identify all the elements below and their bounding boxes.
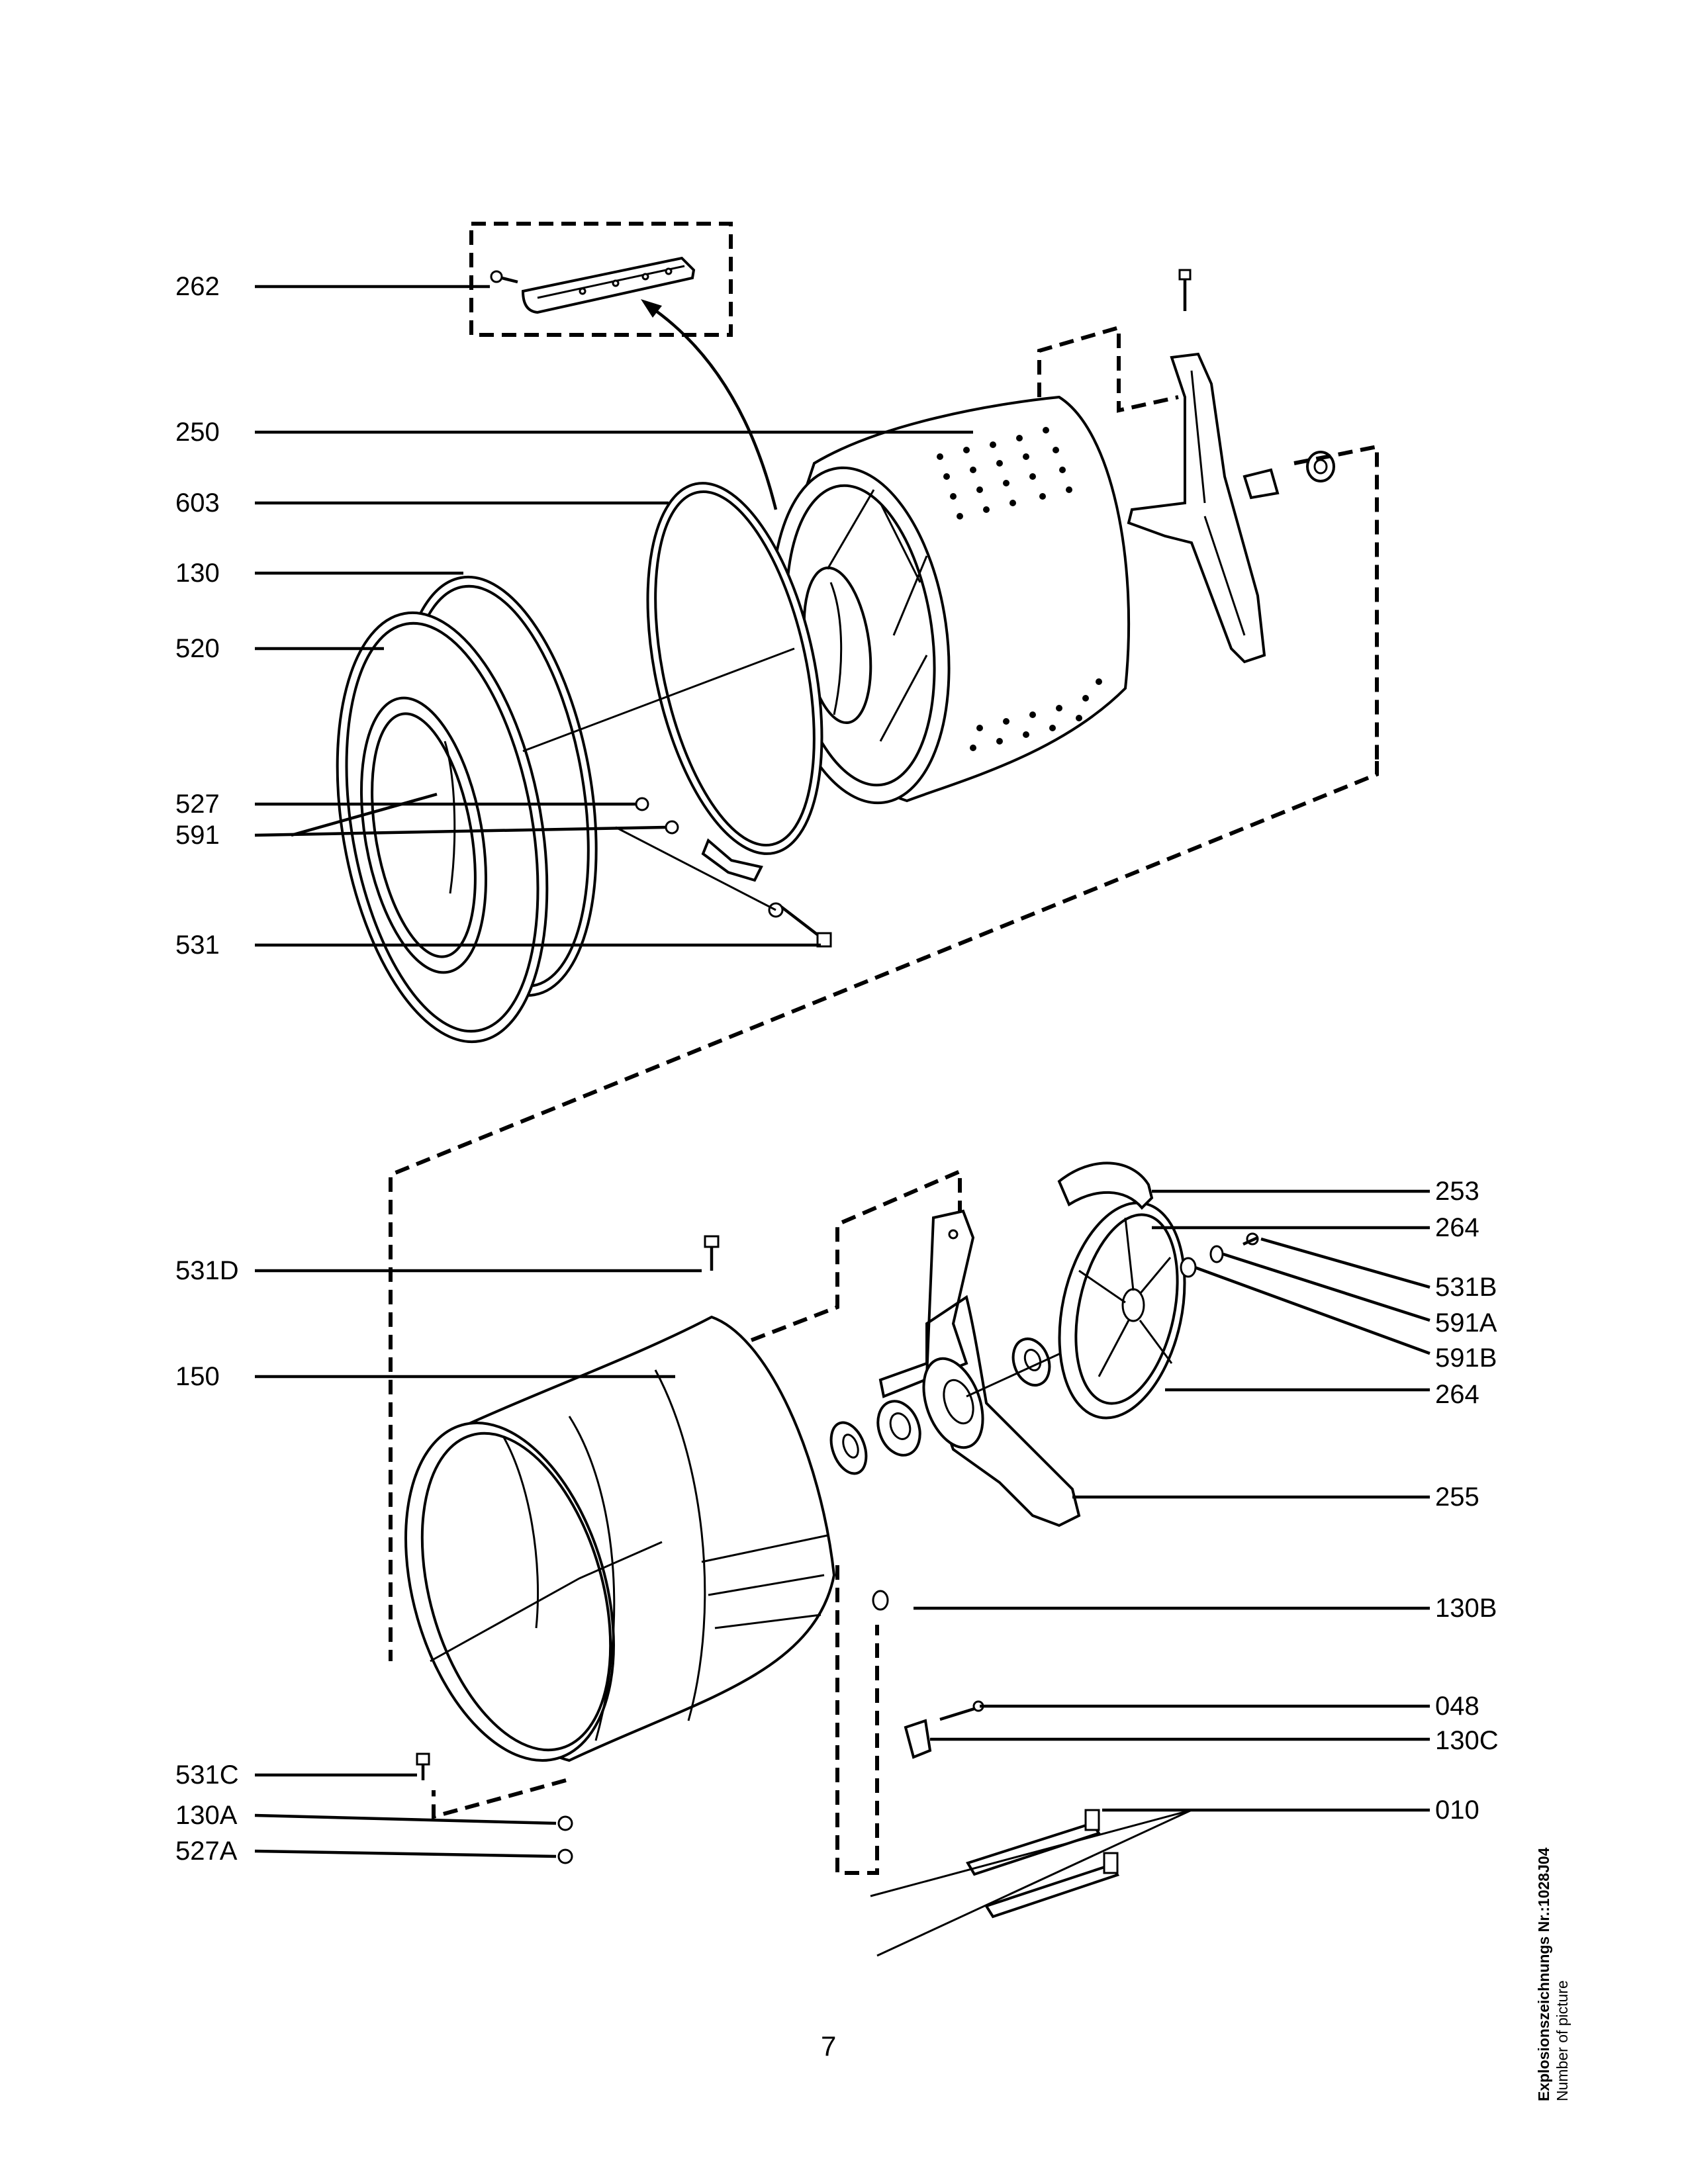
part-label-591: 591 bbox=[175, 821, 220, 850]
part-label-130: 130 bbox=[175, 559, 220, 588]
washer-591B bbox=[1180, 1257, 1197, 1278]
part-label-253: 253 bbox=[1435, 1177, 1479, 1206]
pulley-264 bbox=[1058, 1201, 1186, 1420]
spider-screw bbox=[1178, 269, 1192, 311]
bearing-rear bbox=[1011, 1338, 1051, 1387]
part-label-130B: 130B bbox=[1435, 1594, 1497, 1623]
tub-assembly bbox=[404, 1161, 1259, 1957]
part-label-520: 520 bbox=[175, 634, 220, 663]
front-cover-520 bbox=[336, 611, 549, 1044]
dash-connector-bottom-right bbox=[835, 1565, 879, 1875]
part-label-255: 255 bbox=[1435, 1482, 1479, 1512]
gasket-603 bbox=[646, 482, 823, 882]
drum-front-assembly bbox=[336, 222, 1379, 1044]
part-label-130C: 130C bbox=[1435, 1726, 1499, 1755]
screw-262 bbox=[490, 270, 518, 284]
bearing-bracket-255 bbox=[878, 1209, 1081, 1527]
seal-130B bbox=[872, 1590, 889, 1611]
bearing-front bbox=[876, 1400, 921, 1457]
axis-line-top bbox=[522, 647, 795, 752]
dash-connector-top bbox=[1037, 325, 1179, 413]
arrow-head bbox=[641, 299, 662, 318]
part-label-264-bottom: 264 bbox=[1435, 1380, 1479, 1409]
caption-line-2: Number of picture bbox=[1554, 1980, 1571, 2101]
part-label-262: 262 bbox=[175, 272, 220, 301]
shaft-seal bbox=[829, 1421, 868, 1475]
screw-531C bbox=[416, 1752, 430, 1780]
bracket-130C bbox=[904, 1719, 932, 1759]
drawing-number-caption: Explosionszeichnungs Nr.:1028J04 Number … bbox=[1534, 1678, 1571, 2101]
part-label-527: 527 bbox=[175, 790, 220, 819]
lifter-rib-262 bbox=[521, 256, 696, 314]
part-label-250: 250 bbox=[175, 418, 220, 447]
part-label-527A: 527A bbox=[175, 1837, 238, 1866]
part-label-531B: 531B bbox=[1435, 1273, 1497, 1302]
pulley-screw-531B bbox=[1243, 1232, 1259, 1246]
part-label-591B: 591B bbox=[1435, 1343, 1497, 1373]
screw-048 bbox=[939, 1700, 984, 1721]
part-label-591A: 591A bbox=[1435, 1308, 1497, 1338]
screw-531D bbox=[704, 1235, 720, 1271]
inner-drum-250 bbox=[771, 395, 1131, 805]
assembly-arrow bbox=[647, 304, 778, 510]
nut-527A bbox=[557, 1848, 573, 1864]
part-label-531C: 531C bbox=[175, 1760, 239, 1790]
part-label-130A: 130A bbox=[175, 1801, 238, 1830]
nut-527 bbox=[635, 797, 649, 811]
belt-253 bbox=[1057, 1161, 1154, 1210]
dash-connector-bottom-left bbox=[432, 1778, 567, 1819]
leader-lines bbox=[254, 285, 1430, 1858]
part-label-264-top: 264 bbox=[1435, 1213, 1479, 1242]
dash-connector-right bbox=[1293, 444, 1379, 761]
washer-130A bbox=[557, 1815, 573, 1831]
washer-591 bbox=[665, 820, 679, 835]
part-label-531: 531 bbox=[175, 931, 220, 960]
axis-line-bottom bbox=[430, 1577, 580, 1662]
part-label-150: 150 bbox=[175, 1362, 220, 1391]
part-label-531D: 531D bbox=[175, 1256, 239, 1285]
part-label-048: 048 bbox=[1435, 1692, 1479, 1721]
drum-spider bbox=[1127, 352, 1280, 664]
part-label-010: 010 bbox=[1435, 1796, 1479, 1825]
outer-tub-150 bbox=[404, 1315, 836, 1762]
shaft-bearing bbox=[1306, 451, 1335, 482]
caption-line-1: Explosionszeichnungs Nr.:1028J04 bbox=[1535, 1847, 1552, 2101]
clamp-screw-531 bbox=[768, 902, 832, 948]
washer-591A bbox=[1209, 1245, 1224, 1263]
dash-connector-middle bbox=[389, 761, 1379, 1661]
page-number: 7 bbox=[821, 2030, 837, 2062]
inset-box-262 bbox=[469, 222, 733, 337]
part-label-603: 603 bbox=[175, 488, 220, 518]
dash-connector-bottom-top bbox=[750, 1168, 962, 1342]
